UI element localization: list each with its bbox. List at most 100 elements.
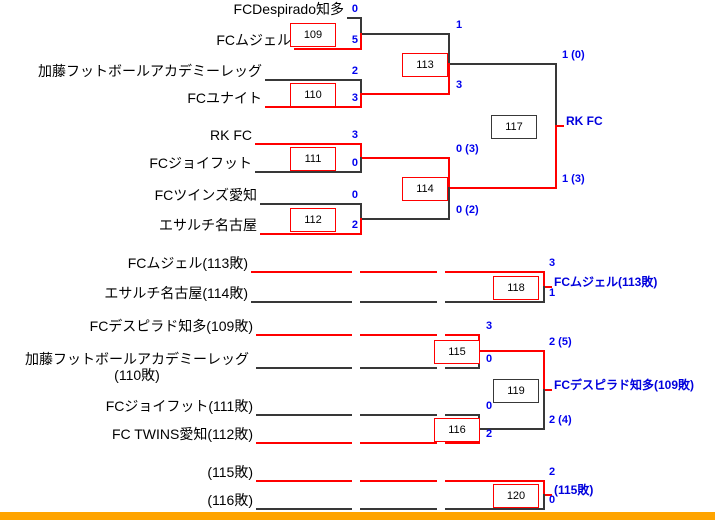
match-number-box: 109: [290, 23, 336, 47]
bracket-line-winner: [360, 334, 437, 336]
team-label: FCムジェル: [216, 32, 291, 48]
score-label: 0: [351, 3, 358, 15]
score-label: 3: [351, 129, 358, 141]
match-number-box: 120: [493, 484, 539, 508]
match-winner-label: (115敗): [554, 483, 594, 497]
bracket-line-winner: [450, 187, 557, 189]
match-winner-label: FCデスピラド知多(109敗): [554, 378, 695, 392]
bracket-line-loser: [445, 508, 544, 510]
bracket-line-winner: [555, 125, 557, 189]
team-label: 加藤フットボールアカデミーレッグ: [38, 63, 262, 79]
match-number-box: 112: [290, 208, 336, 232]
score-label: 0: [486, 353, 493, 365]
bracket-line-winner: [543, 271, 545, 288]
bracket-line-winner: [360, 218, 362, 235]
bracket-line-winner: [448, 63, 450, 95]
bracket-line-loser: [450, 63, 557, 65]
match-number-box: 117: [491, 115, 537, 139]
bracket-line-loser: [362, 218, 450, 220]
score-label: 2: [486, 428, 493, 440]
score-label: 0: [351, 157, 358, 169]
score-label: 0 (2): [456, 204, 479, 216]
bracket-line-loser: [448, 33, 450, 65]
bracket-line-winner: [360, 442, 437, 444]
team-label: FCムジェル(113敗): [127, 255, 248, 271]
match-number-box: 114: [402, 177, 448, 201]
score-label: 2: [351, 219, 358, 231]
match-number-box: 115: [434, 340, 480, 364]
score-label: 3: [351, 92, 358, 104]
score-label: 3: [549, 257, 556, 269]
bracket-line-winner: [256, 480, 352, 482]
bracket-line-winner: [256, 442, 352, 444]
bracket-line-loser: [555, 63, 557, 127]
bracket-line-loser: [360, 157, 362, 173]
bracket-line-loser: [255, 171, 362, 173]
bracket-line-winner: [445, 442, 480, 444]
bracket-line-winner: [256, 334, 352, 336]
score-label: 1 (3): [562, 173, 585, 185]
team-label: FCデスピラド知多(109敗): [89, 318, 253, 334]
bracket-line-loser: [445, 414, 480, 416]
match-number-box: 119: [493, 379, 539, 403]
bracket-line-loser: [543, 286, 545, 303]
bracket-line-winner: [265, 106, 362, 108]
bracket-line-winner: [445, 271, 544, 273]
score-label: 5: [351, 34, 358, 46]
bracket-line-winner: [362, 157, 450, 159]
bracket-line-loser: [360, 508, 437, 510]
match-number-box: 116: [434, 418, 480, 442]
score-label: 2 (4): [549, 414, 572, 426]
score-label: 1: [549, 287, 556, 299]
team-label: FCユナイト: [187, 90, 262, 106]
bracket-line-winner: [545, 286, 552, 288]
bracket-line-loser: [347, 17, 362, 19]
bracket-line-loser: [362, 33, 450, 35]
team-label: FCジョイフット(111敗): [105, 398, 253, 414]
team-label: FC TWINS愛知(112敗): [111, 426, 253, 442]
bracket-line-loser: [543, 494, 545, 510]
bracket-line-winner: [445, 480, 544, 482]
team-label: FCツインズ愛知: [154, 187, 257, 203]
bracket-line-winner: [543, 350, 545, 391]
bracket-line-winner: [360, 33, 362, 50]
score-label: 1 (0): [562, 49, 585, 61]
match-number-box: 111: [290, 147, 336, 171]
match-number-box: 118: [493, 276, 539, 300]
score-label: 0 (3): [456, 143, 479, 155]
bracket-line-winner: [251, 271, 352, 273]
bracket-line-loser: [360, 17, 362, 35]
bracket-line-loser: [256, 414, 352, 416]
bracket-line-winner: [260, 233, 362, 235]
bracket-line-loser: [256, 508, 352, 510]
bracket-line-loser: [445, 367, 480, 369]
score-label: 0: [549, 494, 556, 506]
bracket-line-winner: [360, 271, 437, 273]
bracket-line-loser: [360, 414, 437, 416]
bracket-line-loser: [480, 428, 545, 430]
bracket-line-loser: [265, 79, 362, 81]
bottom-accent-bar: [0, 512, 715, 520]
score-label: 2: [351, 65, 358, 77]
match-winner-label: RK FC: [566, 114, 603, 128]
bracket-line-winner: [362, 93, 450, 95]
team-label: 加藤フットボールアカデミーレッグ(110敗): [25, 351, 249, 383]
team-label: RK FC: [210, 127, 252, 143]
score-label: 2: [549, 466, 556, 478]
bracket-line-winner: [448, 157, 450, 189]
score-label: 2 (5): [549, 336, 572, 348]
score-label: 3: [456, 79, 463, 91]
bracket-line-winner: [360, 93, 362, 108]
bracket-line-loser: [360, 203, 362, 220]
bracket-line-loser: [360, 301, 437, 303]
score-label: 3: [486, 320, 493, 332]
match-number-box: 113: [402, 53, 448, 77]
team-label: エサルチ名古屋: [159, 217, 257, 233]
bracket-line-winner: [545, 494, 552, 496]
score-label: 0: [486, 400, 493, 412]
bracket-line-loser: [256, 367, 352, 369]
team-label: FCジョイフット: [149, 155, 252, 171]
bracket-line-winner: [360, 143, 362, 159]
bracket-line-winner: [480, 350, 545, 352]
bracket-line-loser: [360, 79, 362, 95]
